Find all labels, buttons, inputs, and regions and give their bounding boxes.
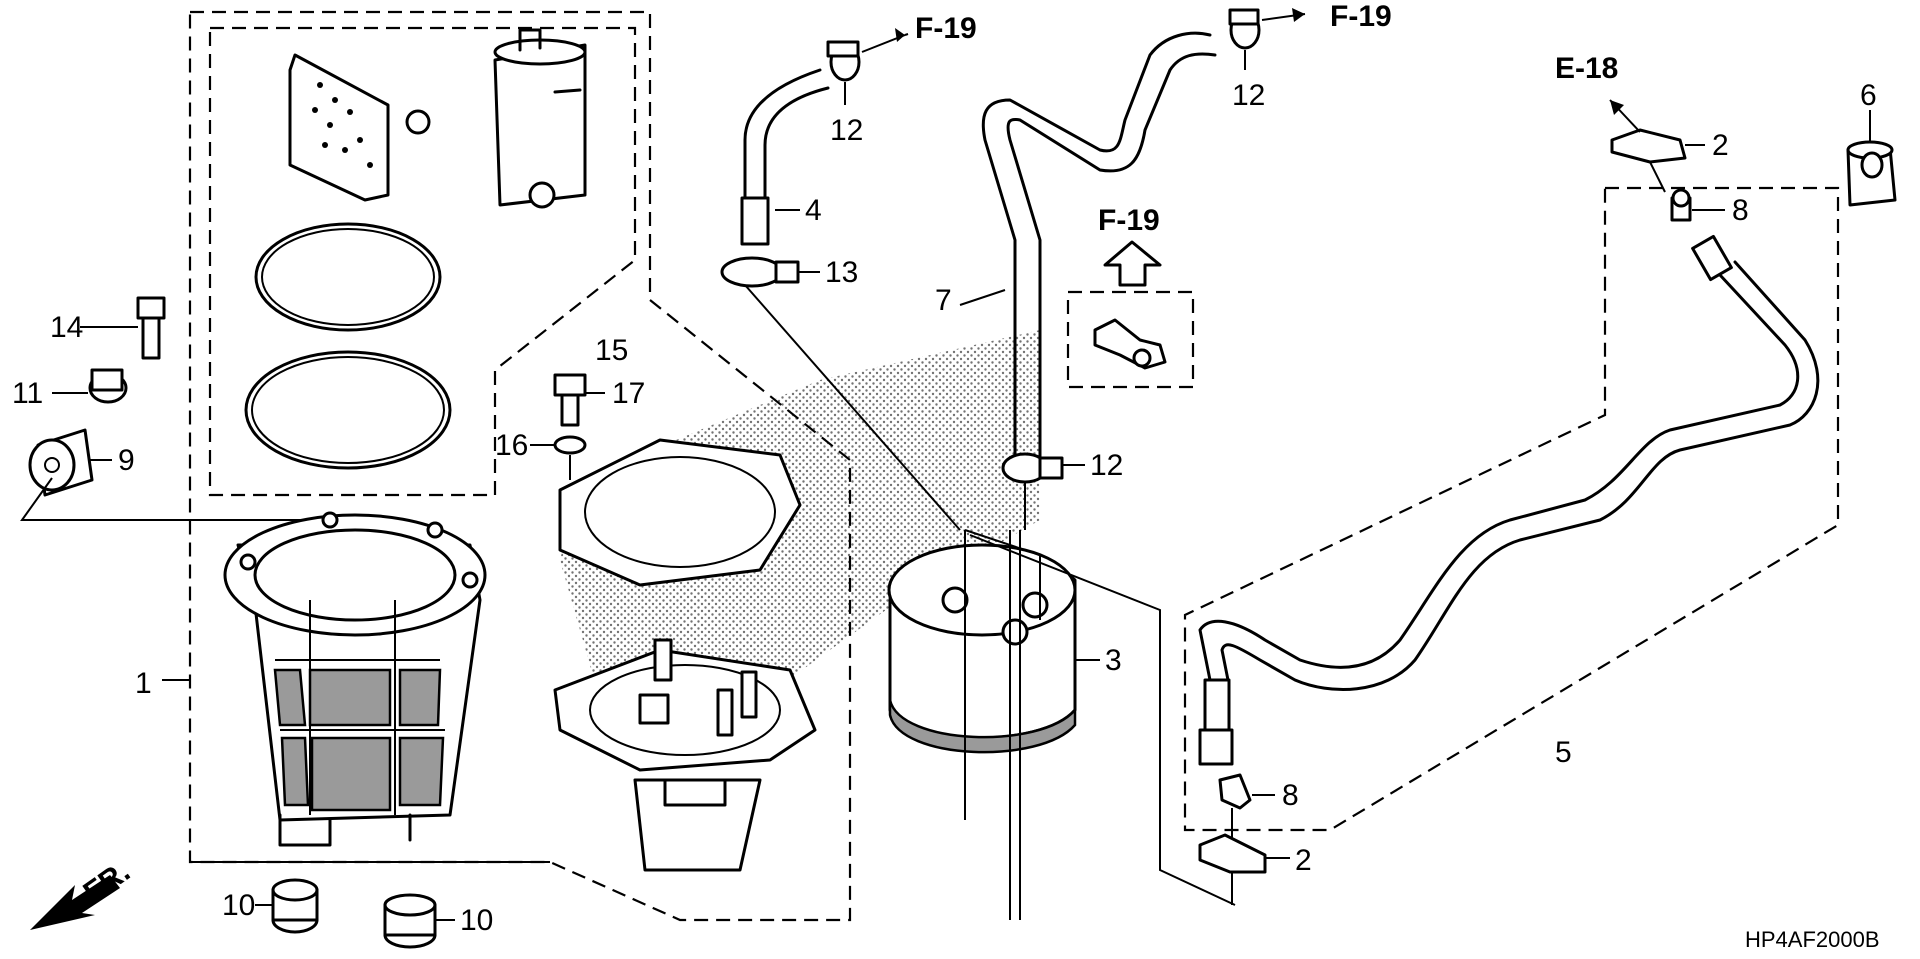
callout-4: 4 [805,194,822,227]
clamp-13 [720,256,800,288]
clip-detail [1093,318,1167,370]
rubber-mount-9 [28,428,94,497]
tube-4 [740,68,830,246]
collar-11 [88,368,128,404]
clip-2a [1610,128,1687,164]
callout-15: 15 [595,334,628,367]
tube-7 [981,31,1217,462]
grommet-6 [1846,140,1897,207]
arrow-icon-f19-b [1292,8,1305,22]
callout-8a: 8 [1732,194,1749,227]
clamp-12a [826,40,861,82]
washer-16 [553,435,587,455]
small-o-ring [405,109,431,135]
callout-13: 13 [825,256,858,289]
callout-10a: 10 [222,889,255,922]
front-direction-arrow-icon [30,875,120,930]
callout-12a: 12 [830,114,863,147]
assembly-box-5 [1183,186,1840,832]
callout-6: 6 [1860,79,1877,112]
grommet-10b [383,893,437,949]
pump-cover-3 [887,543,1077,754]
tank-stipple [560,330,1040,700]
callout-8b: 8 [1282,779,1299,812]
clamp-12c [1001,452,1064,484]
clamp-12b [1228,8,1261,50]
strainer-sheet [288,53,390,202]
bolt-17 [553,373,587,427]
fuel-line-5 [1198,234,1820,766]
callout-17: 17 [612,377,645,410]
callout-1: 1 [135,667,152,700]
large-o-ring-2 [244,350,452,470]
callout-3: 3 [1105,644,1122,677]
kit-box-15 [208,26,637,497]
clip-8b [1218,773,1252,810]
reference-f19-a: F-19 [915,12,977,45]
fuel-pump-module-1 [223,511,487,847]
callout-16: 16 [495,429,528,462]
callout-12c: 12 [1090,449,1123,482]
callout-11: 11 [12,377,43,410]
clip-2b [1198,833,1267,874]
up-arrow-icon [1103,240,1162,287]
pump-base-plate [553,638,817,872]
arrow-icon-e18 [1610,100,1624,115]
callout-2b: 2 [1295,844,1312,877]
reference-f19-b: F-19 [1330,0,1392,33]
assembly-box-1 [188,10,852,922]
callout-5: 5 [1555,736,1572,769]
diagram-code: HP4AF2000B [1745,927,1880,952]
callout-10b: 10 [460,904,493,937]
callout-14: 14 [50,311,83,344]
large-o-ring-2-inner [251,356,445,464]
grommet-10a [271,878,319,934]
large-o-ring-1 [254,222,442,332]
callout-2a: 2 [1712,129,1729,162]
callout-7: 7 [935,284,952,317]
callout-12b: 12 [1232,79,1265,112]
clip-8a [1670,188,1692,222]
arrow-icon-f19-a [895,28,905,42]
reference-f19-c: F-19 [1098,204,1160,237]
callout-9: 9 [118,444,135,477]
gasket-ring [558,438,802,587]
bolt-14 [136,296,166,360]
large-o-ring-1-inner [261,228,435,326]
filter-holder [493,28,587,209]
reference-e18: E-18 [1555,52,1618,85]
